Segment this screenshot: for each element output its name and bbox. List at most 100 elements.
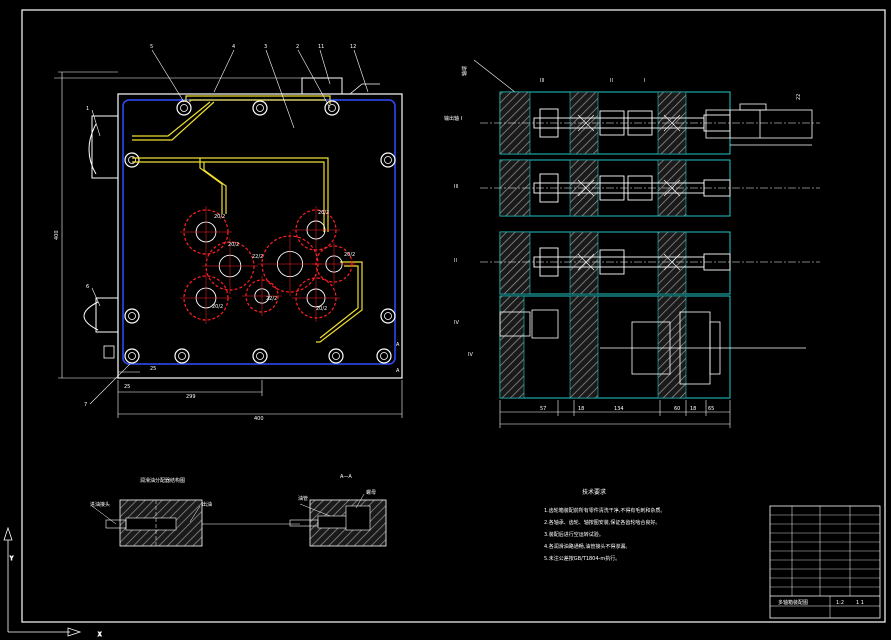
shaft-gear <box>627 175 653 201</box>
bolt-hole <box>124 308 140 324</box>
shaft-gear <box>599 175 625 201</box>
bolt-hole <box>384 156 392 164</box>
housing-outline <box>117 93 403 379</box>
notes-line: 2.各轴承、齿轮、轴按图安装,保证各齿轮啮合良好。 <box>544 519 660 526</box>
axis-y-mark: Y <box>9 556 14 562</box>
top-lug <box>301 77 343 95</box>
bearing-cross <box>577 114 595 132</box>
shaft-end <box>703 253 731 271</box>
dim-inner-width: 299 <box>186 394 196 400</box>
balloon-labels: 5 4 3 2 11 12 1 6 7 <box>84 44 356 408</box>
shaft-row-label: II <box>454 258 457 264</box>
side-section-view: III II I 轴端 22 <box>444 59 820 428</box>
section-mark: A <box>396 368 400 374</box>
bearing-cross <box>577 253 595 271</box>
gear-labels: 20/2 20/2 22/2 22/2 20/2 20/2 20/2 20/2 <box>212 210 355 312</box>
drawing-scale: 1:2 <box>836 600 844 606</box>
bolt-hole <box>376 348 392 364</box>
shaft-gear <box>627 110 653 136</box>
bolt-hole <box>124 152 140 168</box>
leader-lines <box>89 49 369 405</box>
notes-line: 5.未注公差按GB/T1804-m执行。 <box>544 555 620 562</box>
balloon-label: 2 <box>296 44 299 50</box>
bolt-hole <box>256 352 264 360</box>
front-view: 5 4 3 2 11 12 1 6 7 400 400 299 25 25 <box>54 44 403 422</box>
gear-label: 22/2 <box>266 296 277 302</box>
bearing-cross <box>663 179 681 197</box>
bolt-hole <box>380 308 396 324</box>
detail-title: A—A <box>340 474 352 480</box>
dim-value: 57 <box>540 406 546 412</box>
bolt-hole <box>128 156 136 164</box>
gear-label: 22/2 <box>252 254 263 260</box>
shaft-row-label: 输出轴 I <box>444 115 462 122</box>
bolt-hole <box>380 352 388 360</box>
hatched-wall <box>657 231 687 295</box>
balloon-label: 4 <box>232 44 235 50</box>
hatched-wall <box>499 295 525 399</box>
bolt-hole <box>178 352 186 360</box>
notes-line: 3.装配后进行空运转试验。 <box>544 531 604 538</box>
balloon-label: 11 <box>318 44 324 50</box>
notes-title: 技术要求 <box>582 488 606 496</box>
bolt-hole <box>252 348 268 364</box>
ref-dim: 22 <box>796 94 802 100</box>
hatched-wall <box>657 295 687 399</box>
balloon-label: 3 <box>264 44 267 50</box>
gear-label: 20/2 <box>316 306 327 312</box>
bolt-hole <box>128 352 136 360</box>
hatched-wall <box>569 231 599 295</box>
bolt-hole <box>380 152 396 168</box>
bearing-cross <box>577 179 595 197</box>
balloon-label: 5 <box>150 44 153 50</box>
notes-line: 1.齿轮箱装配前所有零件清洗干净,不得有毛刺和杂质。 <box>544 507 665 514</box>
dim-height: 400 <box>54 230 60 240</box>
bolt-hole <box>328 104 336 112</box>
detail-label: 进油接头 <box>90 501 110 508</box>
bolt-hole <box>176 100 192 116</box>
lower-bearing-housing <box>499 309 806 385</box>
balloon-label: 12 <box>350 44 356 50</box>
shaft-gear <box>599 249 625 275</box>
gear-label: 20/2 <box>212 304 223 310</box>
bolt-hole <box>128 312 136 320</box>
bolt-holes <box>124 100 396 364</box>
front-dimensions <box>54 71 403 418</box>
shaft-row-label: IV <box>468 352 473 358</box>
detail-section-a-a: A—A 油管 螺母 <box>289 474 387 547</box>
technical-notes: 技术要求 1.齿轮箱装配前所有零件清洗干净,不得有毛刺和杂质。 2.各轴承、齿轮… <box>544 488 665 562</box>
dim-value: 65 <box>708 406 714 412</box>
axis-x-mark: X <box>98 632 102 638</box>
detail-label: 螺母 <box>366 489 376 496</box>
hatched-walls <box>499 91 687 399</box>
shaft-row-label: IV <box>454 320 459 326</box>
shaft-header: III <box>540 78 544 84</box>
lower-pump <box>95 297 119 333</box>
gear-train <box>180 206 356 324</box>
oil-path <box>132 95 363 343</box>
dim-value: 60 <box>674 406 680 412</box>
bolt-hole <box>256 104 264 112</box>
side-dimensions <box>499 400 731 428</box>
detail-label: 油管 <box>298 495 308 502</box>
section-mark: A <box>396 342 400 348</box>
bolt-hole <box>174 348 190 364</box>
bolt-hole <box>328 348 344 364</box>
detail-oil-distributor: 润滑油分配器结构图 进油接头 出油 <box>90 477 300 547</box>
dim-overall-width: 400 <box>254 416 264 422</box>
shaft-end <box>703 179 731 197</box>
bearing-cross <box>663 114 681 132</box>
section-walls <box>499 91 731 399</box>
dim-value: 134 <box>614 406 624 412</box>
balloon-label: 6 <box>86 284 89 290</box>
bearing-cross <box>663 253 681 271</box>
dim-small: 25 <box>150 366 156 372</box>
balloon-label: 7 <box>84 402 87 408</box>
detail-label: 出油 <box>202 501 212 508</box>
notes-line: 4.各润滑油路通畅,油管接头不得渗漏。 <box>544 543 630 550</box>
bolt-hole <box>332 352 340 360</box>
title-block: 多轴箱装配图 1:2 1 1 <box>769 505 881 619</box>
shaft-header: II <box>610 78 613 84</box>
drawing-frame: Y X <box>3 9 886 639</box>
